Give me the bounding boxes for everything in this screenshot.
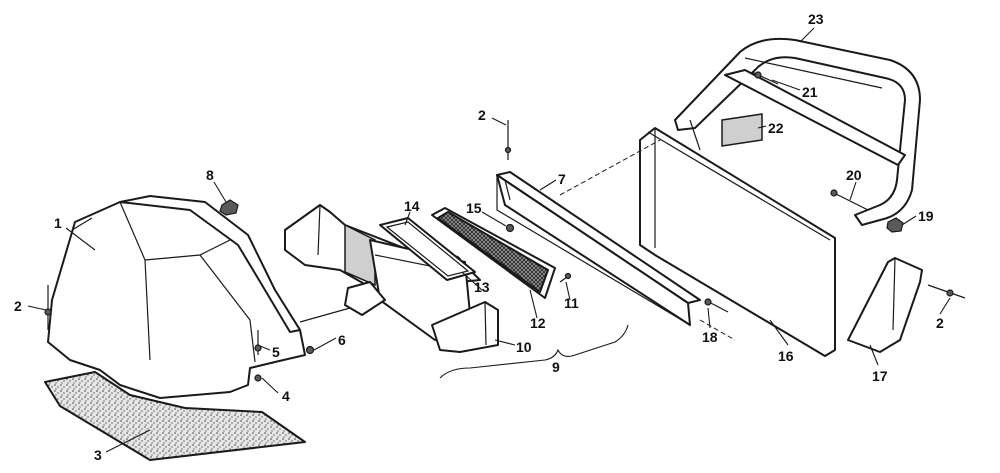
callout-19: 19 (918, 208, 934, 224)
callout-15: 15 (466, 200, 482, 216)
callout-11: 11 (564, 295, 579, 311)
part-4-clip (254, 374, 262, 382)
callout-7: 7 (558, 171, 566, 187)
callout-8: 8 (206, 167, 214, 183)
callout-4: 4 (282, 388, 290, 404)
part-7-mounting-bar (496, 171, 701, 326)
group-9-brace (439, 324, 629, 379)
part-2-screw-top (504, 120, 512, 160)
callout-21: 21 (802, 84, 818, 100)
callout-14: 14 (404, 198, 420, 214)
part-3-insulation-pad (44, 371, 306, 461)
part-23-bumper (674, 37, 921, 226)
assembly-lines (559, 139, 736, 341)
callout-17: 17 (872, 368, 888, 384)
callout-16: 16 (778, 348, 794, 364)
callout-9: 9 (552, 359, 560, 375)
part-10-bracket (431, 301, 499, 353)
part-17-side-bracket (847, 257, 923, 353)
part-8-nut (219, 199, 239, 216)
callout-2-right: 2 (936, 315, 944, 331)
part-15-nut (505, 223, 515, 233)
callout-1: 1 (54, 215, 62, 231)
callout-13: 13 (474, 279, 490, 295)
part-2-screw-left (44, 285, 52, 330)
callout-2-top: 2 (478, 107, 486, 123)
leader-lines (27, 27, 951, 453)
part-16-panel (639, 127, 836, 357)
part-6-rod (299, 307, 351, 355)
callout-18: 18 (702, 329, 718, 345)
callout-10: 10 (516, 339, 532, 355)
callout-2-left: 2 (14, 298, 22, 314)
part-22-label-plate (721, 113, 763, 147)
callout-3: 3 (94, 447, 102, 463)
part-19-nut (886, 217, 904, 233)
part-1-hood (47, 195, 306, 399)
callout-6: 6 (338, 332, 346, 348)
part-5-screw (254, 330, 262, 355)
callout-20: 20 (846, 167, 862, 183)
callout-12: 12 (530, 315, 546, 331)
callout-labels: 1 2 3 4 5 6 7 8 9 10 11 12 13 14 15 16 1… (14, 11, 944, 463)
part-2-screw-right (927, 284, 966, 299)
part-12-lens (431, 207, 556, 299)
part-11-screw (559, 272, 572, 283)
part-20-bolt (830, 189, 869, 211)
callout-5: 5 (272, 344, 280, 360)
callout-22: 22 (768, 120, 784, 136)
part-14-gasket (379, 217, 476, 281)
part-21-bolt (751, 71, 779, 85)
callout-23: 23 (808, 11, 824, 27)
part-18-screw (704, 298, 729, 313)
